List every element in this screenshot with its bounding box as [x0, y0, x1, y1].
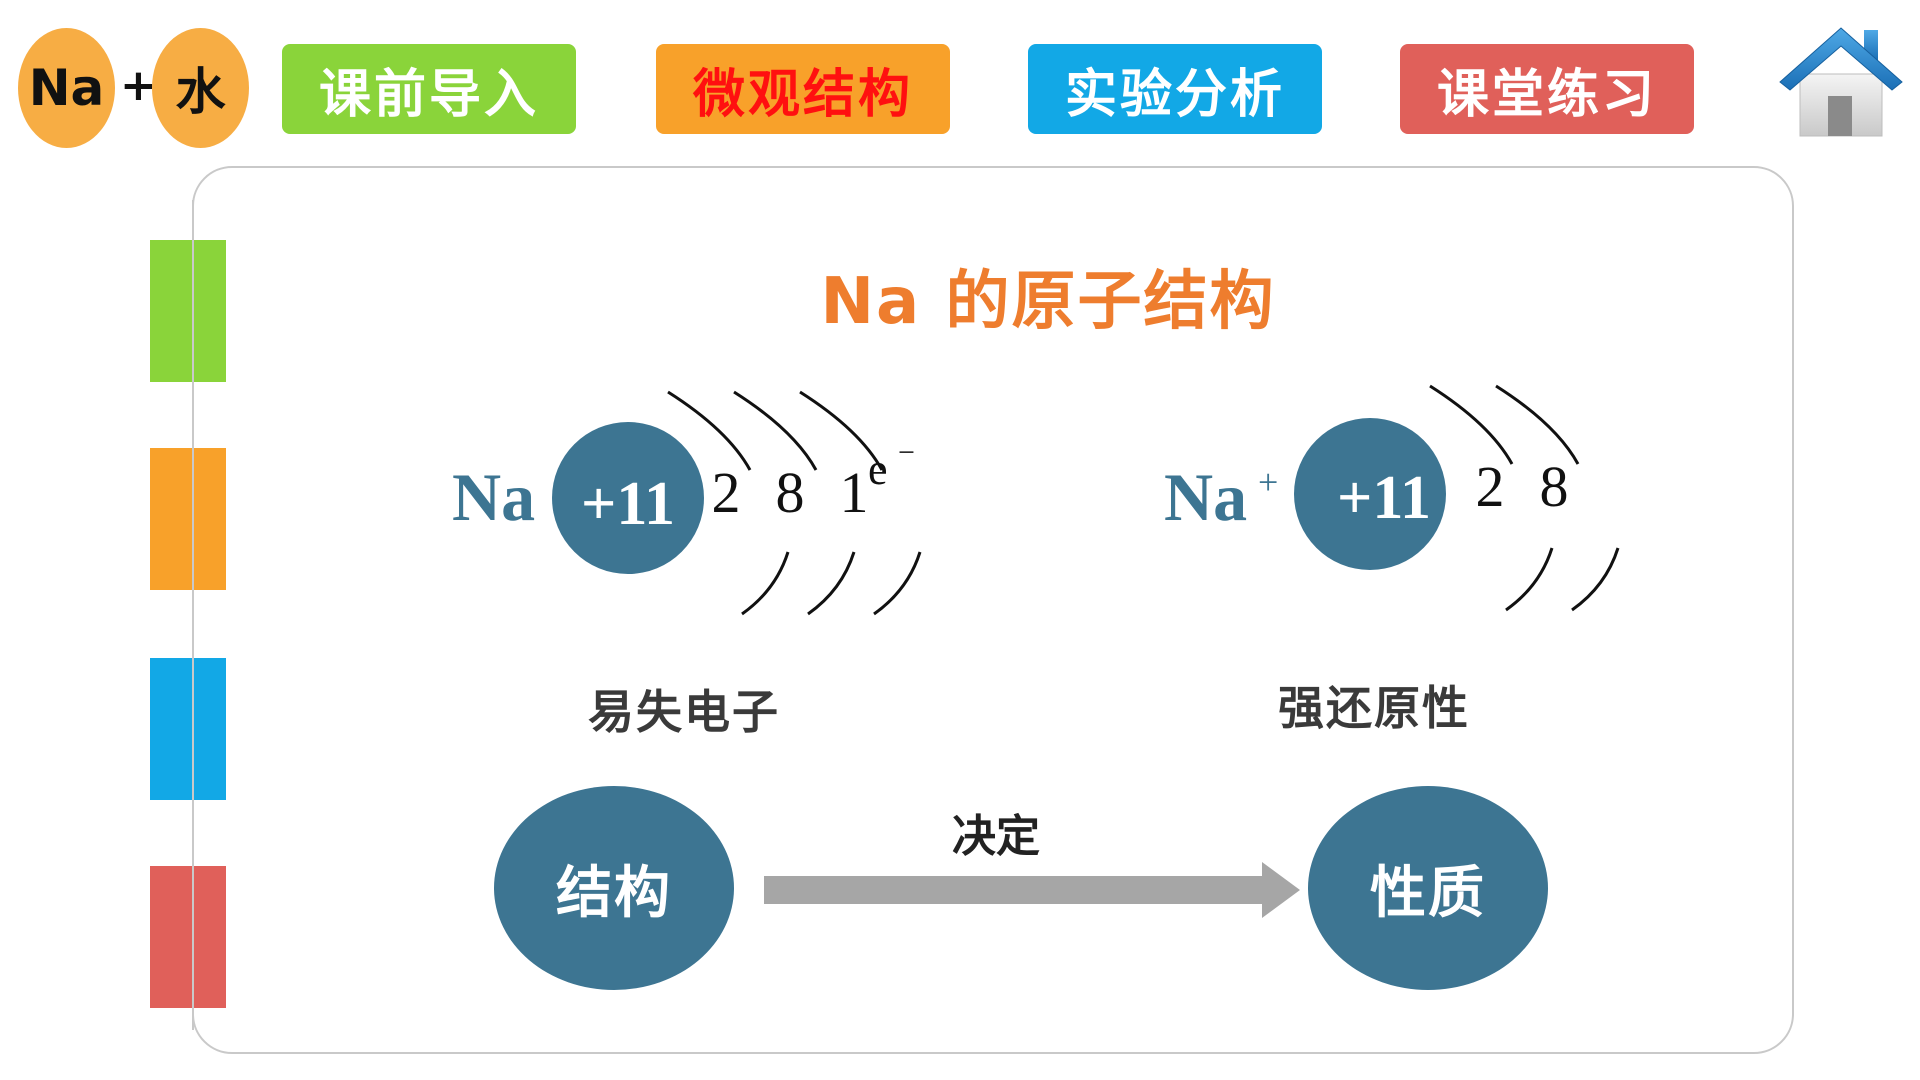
tab-micro-structure-label: 微观结构 [692, 64, 913, 125]
logo-na-circle: Na [18, 28, 115, 148]
content-panel [192, 166, 1794, 1054]
structure-label: 结构 [556, 860, 672, 926]
na-ion-shell-2: 8 [1540, 454, 1569, 519]
home-icon [1779, 27, 1903, 137]
structure-oval: 结构 [494, 786, 734, 990]
na-ion-nucleus [1294, 418, 1446, 570]
na-ion-nucleus-charge: +11 [1337, 464, 1431, 532]
logo-plus: + [120, 60, 157, 111]
property-oval: 性质 [1308, 786, 1548, 990]
na-ion-shell-1: 2 [1476, 454, 1505, 519]
tab-exercise-label: 课堂练习 [1436, 64, 1657, 125]
na-nucleus-charge: +11 [581, 470, 675, 538]
na-ion-caption-reducing: 强还原性 [1278, 681, 1470, 735]
na-ion-shell-arcs [1429, 384, 1620, 612]
side-block-blue[interactable] [150, 658, 226, 800]
tab-intro-label: 课前导入 [318, 64, 539, 125]
property-label: 性质 [1370, 860, 1486, 926]
page-title: Na 的原子结构 [820, 265, 1276, 339]
na-shell-1: 2 [712, 460, 741, 525]
electron-symbol: e [868, 445, 888, 494]
na-shell-2: 8 [776, 460, 805, 525]
decide-label: 决定 [952, 811, 1040, 862]
na-caption-lose-electron: 易失电子 [588, 685, 780, 739]
na-ion-symbol: Na [1164, 459, 1247, 535]
side-block-green[interactable] [150, 240, 226, 382]
tab-experiment[interactable]: 实验分析 [1028, 44, 1322, 134]
decide-arrow [764, 862, 1300, 918]
tab-micro-structure[interactable]: 微观结构 [656, 44, 950, 134]
electron-charge: − [898, 436, 915, 469]
tab-exercise[interactable]: 课堂练习 [1400, 44, 1694, 134]
tab-intro[interactable]: 课前导入 [282, 44, 576, 134]
logo-water-text: 水 [175, 63, 226, 121]
side-block-red[interactable] [150, 866, 226, 1008]
side-block-orange[interactable] [150, 448, 226, 590]
tab-experiment-label: 实验分析 [1064, 64, 1285, 125]
logo-water-circle: 水 [152, 28, 249, 148]
na-nucleus [552, 422, 704, 574]
na-shell-arcs [667, 390, 922, 616]
na-ion-charge: + [1258, 462, 1278, 502]
na-shell-3: 1 [840, 460, 869, 525]
logo-na-text: Na [28, 59, 105, 117]
home-button[interactable] [1776, 22, 1906, 140]
na-symbol: Na [452, 459, 535, 535]
